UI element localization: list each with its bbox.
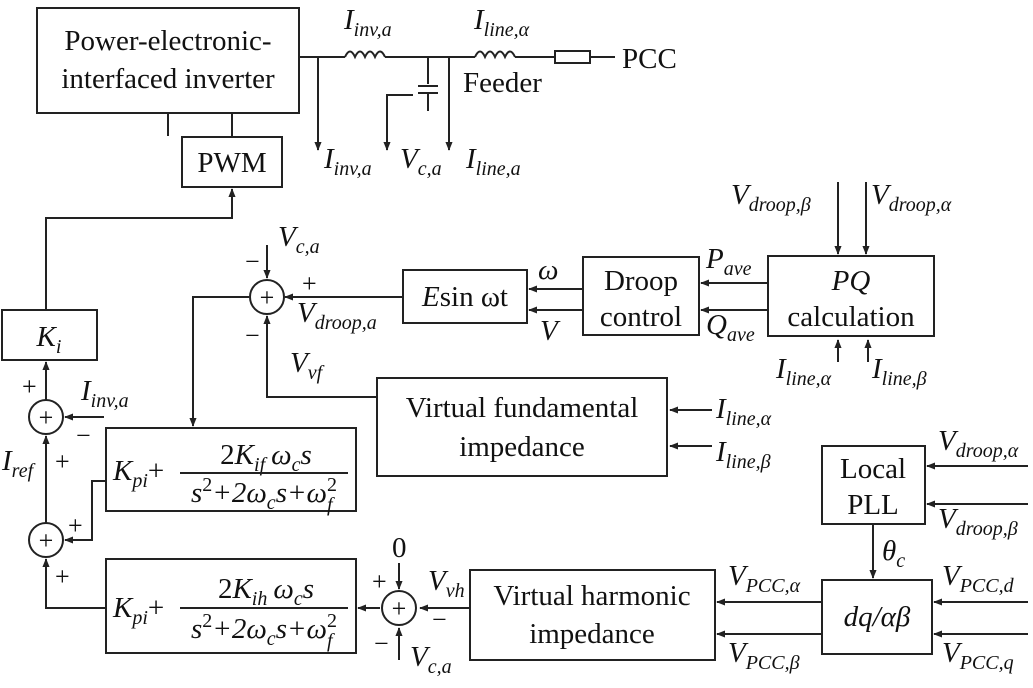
i-line-beta-pq-label: Iline,β bbox=[871, 353, 927, 390]
ki-block bbox=[1, 309, 98, 361]
vhi-label-1: Virtual harmonic bbox=[493, 580, 690, 612]
local-pll-block bbox=[821, 445, 926, 525]
tf-fundamental-block bbox=[105, 427, 357, 512]
omega-label: ω bbox=[538, 254, 558, 286]
v-pcc-d-label: VPCC,d bbox=[942, 560, 1015, 597]
ki-to-pwm-arrow bbox=[45, 188, 236, 310]
v-pcc-q-label: VPCC,q bbox=[942, 637, 1014, 674]
v-droop-alpha-pll-label: Vdroop,α bbox=[938, 425, 1019, 462]
pq-calc-block bbox=[767, 255, 935, 337]
i-line-meas-label: Iline,a bbox=[465, 143, 521, 180]
tf-harmonic-block bbox=[105, 558, 357, 654]
voltage-error-arrow bbox=[189, 296, 249, 427]
calculation-label: calculation bbox=[787, 301, 915, 333]
v-droop-beta-pll-label: Vdroop,β bbox=[938, 503, 1018, 540]
pll-label-2: PLL bbox=[847, 489, 899, 521]
zero-label: 0 bbox=[392, 532, 407, 564]
v-droop-beta-top-label: Vdroop,β bbox=[731, 179, 811, 216]
inductor-line bbox=[474, 50, 516, 60]
droop-control-block bbox=[582, 256, 700, 336]
tf-if-kpi: Kpi+ bbox=[112, 455, 164, 492]
esin-block bbox=[402, 269, 528, 324]
i-inv-top-label: Iinv,a bbox=[343, 4, 392, 41]
vc-meas-label: Vc,a bbox=[400, 143, 442, 180]
sj1-bottom-minus-sign: − bbox=[245, 321, 260, 350]
pwm-block bbox=[181, 136, 283, 188]
i-line-beta-vf-label: Iline,β bbox=[715, 436, 771, 473]
v-droop-alpha-top-label: Vdroop,α bbox=[871, 179, 952, 216]
sj-ref-plus-bottom-sign: + bbox=[55, 562, 70, 591]
tf-ih-kpi: Kpi+ bbox=[112, 592, 164, 629]
p-ave-label: Pave bbox=[705, 243, 752, 280]
q-ave-label: Qave bbox=[706, 309, 755, 346]
v-vf-label: Vvf bbox=[290, 347, 325, 384]
ki-label: Ki bbox=[36, 321, 62, 358]
v-vf-arrow bbox=[263, 315, 377, 398]
sj-h-plus-sign: + bbox=[372, 567, 387, 596]
sj-fb-plus-sign: + bbox=[22, 372, 37, 401]
tf-if-out-arrow bbox=[64, 480, 106, 544]
inverter-block bbox=[36, 7, 300, 114]
i-inv-fb-label: Iinv,a bbox=[80, 375, 129, 412]
feeder-resistor bbox=[554, 50, 591, 64]
pwm-label: PWM bbox=[197, 147, 266, 179]
sum-junction-current-fb-plus: + bbox=[39, 403, 54, 432]
vfi-label-1: Virtual fundamental bbox=[406, 392, 639, 424]
sum-junction-voltage-plus: + bbox=[260, 283, 275, 312]
vhi-label-2: impedance bbox=[529, 618, 655, 650]
inductor-inv bbox=[344, 50, 386, 60]
theta-label: θc bbox=[882, 535, 905, 572]
pq-label: PQ bbox=[831, 265, 871, 297]
esin-label: Esin ωt bbox=[421, 281, 508, 313]
v-pcc-alpha-label: VPCC,α bbox=[728, 560, 801, 597]
dq-alpha-beta-block bbox=[821, 579, 933, 655]
vc-in-label: Vc,a bbox=[278, 221, 320, 258]
capacitor bbox=[418, 85, 438, 94]
sum-junction-harmonic bbox=[381, 590, 417, 626]
vc-bottom-label: Vc,a bbox=[410, 641, 452, 678]
sum-junction-current-ref-plus: + bbox=[39, 526, 54, 555]
v-droop-a-label: Vdroop,a bbox=[297, 297, 377, 334]
i-line-top-label: Iline,α bbox=[473, 4, 530, 41]
pcc-label: PCC bbox=[622, 43, 677, 75]
vc-meas-arrow bbox=[383, 94, 413, 151]
v-vh-label: Vvh bbox=[428, 565, 465, 602]
inverter-label-1: Power-electronic- bbox=[64, 25, 271, 57]
i-line-alpha-pq-label: Iline,α bbox=[775, 353, 832, 390]
i-line-alpha-vf-label: Iline,α bbox=[715, 393, 772, 430]
droop-label-2: control bbox=[600, 301, 682, 333]
sj1-plus-sign: + bbox=[302, 269, 317, 298]
sj-ref-plus-top-sign: + bbox=[55, 447, 70, 476]
vfi-label-2: impedance bbox=[459, 431, 585, 463]
i-inv-meas-label: Iinv,a bbox=[323, 143, 372, 180]
sj-h-minus-bottom-sign: − bbox=[374, 629, 389, 658]
sj1-minus-sign: − bbox=[245, 247, 260, 276]
sj-h-minus-right-sign: − bbox=[432, 605, 447, 634]
feeder-label: Feeder bbox=[463, 67, 542, 99]
virtual-harmonic-block bbox=[469, 569, 716, 661]
sum-junction-harmonic-plus: + bbox=[392, 594, 407, 623]
v-pcc-beta-label: VPCC,β bbox=[728, 637, 800, 674]
sum-junction-voltage bbox=[249, 279, 285, 315]
pll-label-1: Local bbox=[840, 453, 906, 485]
droop-label-1: Droop bbox=[604, 265, 678, 297]
i-ref-label: Iref bbox=[1, 445, 36, 482]
v-small-label: V bbox=[540, 315, 561, 347]
tf-ih-out-arrow bbox=[42, 558, 106, 609]
sj-fb-minus-sign: − bbox=[76, 421, 91, 450]
virtual-fundamental-block bbox=[376, 377, 668, 477]
dq-label: dq/αβ bbox=[844, 601, 911, 633]
inverter-label-2: interfaced inverter bbox=[61, 63, 275, 95]
sj-ref-plus-right-sign: + bbox=[68, 511, 83, 540]
